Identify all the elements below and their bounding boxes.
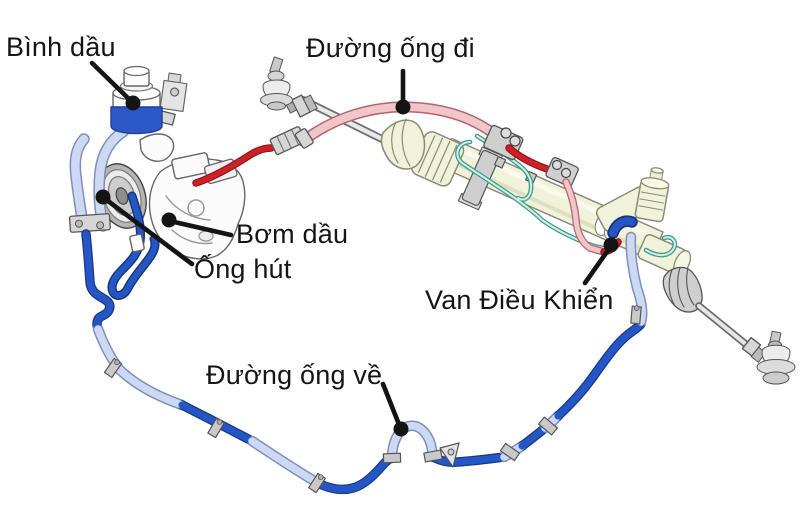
leader-lines [89, 60, 619, 437]
hose-clamp-block [68, 213, 111, 233]
label-return-line: Đường ống về [206, 360, 383, 390]
tie-rod-end-right [756, 330, 796, 385]
reservoir-cap [123, 65, 150, 87]
tie-rod-boot-left [380, 118, 426, 170]
hose-clamp [307, 472, 327, 494]
leader-dot-pressure [395, 99, 411, 115]
leader-dot-pump [161, 212, 177, 228]
pump-bracket [139, 133, 175, 162]
leader-dot-reservoir [125, 95, 141, 111]
reservoir-bracket [159, 72, 188, 112]
hose-clamp [207, 417, 225, 439]
rack-boot-right [662, 266, 703, 313]
return-line [81, 229, 648, 495]
label-reservoir: Bình dầu [6, 32, 116, 62]
leader-dot-return [393, 421, 409, 437]
suction-hoses [68, 125, 160, 300]
leader-line-suction [101, 195, 195, 267]
oil-reservoir [110, 65, 188, 135]
control-valve-assembly [594, 167, 692, 276]
reservoir-band [110, 106, 163, 135]
hose-clamp [537, 416, 559, 436]
leader-line-return [380, 381, 403, 430]
leader-dot-suction [95, 189, 111, 205]
hose-clamp [630, 305, 642, 325]
label-pressure-line: Đường ống đi [306, 33, 475, 63]
valve-input-shaft [634, 167, 670, 223]
ball-joint-part [260, 56, 293, 111]
label-pump: Bơm dầu [236, 219, 349, 249]
pipe-clip [494, 155, 507, 169]
label-suction-pipe: Ống hút [194, 254, 292, 284]
leader-line-reservoir [89, 60, 134, 104]
hose-clamp [382, 452, 402, 464]
hose-clamp [103, 357, 123, 379]
hose-clamp [499, 442, 521, 462]
tie-rod-right [695, 302, 767, 363]
loop-hose-fitting [129, 233, 145, 253]
leader-line-pump [167, 218, 234, 238]
leader-dot-valve [603, 237, 619, 253]
hose-clamp [423, 449, 443, 463]
leader-line-valve [582, 243, 614, 286]
label-control-valve: Van Điều Khiển [425, 285, 614, 315]
hose-ferrule [294, 128, 314, 149]
